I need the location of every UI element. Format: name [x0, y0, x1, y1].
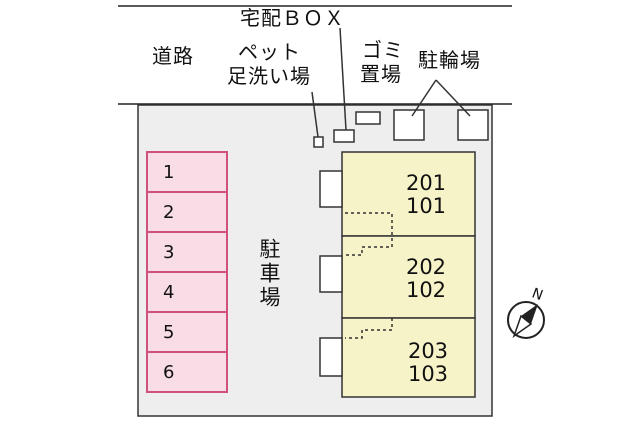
parking-space-4: 4	[163, 282, 175, 303]
bicycle-rack-2	[457, 109, 489, 141]
delivery-box-label: 宅配ＢＯＸ	[240, 6, 345, 30]
delivery-box	[333, 129, 355, 143]
compass-icon	[507, 301, 545, 339]
parking-label: 駐車場	[257, 238, 281, 310]
unit-2-upper: 202	[405, 255, 447, 279]
parking-space-1: 1	[163, 162, 175, 183]
parking-spaces	[146, 151, 228, 393]
parking-space-box-6	[146, 351, 228, 393]
parking-space-3: 3	[163, 242, 175, 263]
bicycle-parking-label: 駐輪場	[418, 48, 481, 72]
stair-dashes-2	[345, 318, 393, 339]
unit-3: 203 103	[398, 340, 458, 386]
pet-wash-leader	[311, 91, 319, 138]
pet-wash	[313, 136, 324, 148]
unit-1-upper: 201	[405, 171, 447, 195]
bicycle-rack-1	[393, 109, 425, 141]
parking-space-box-5	[146, 311, 228, 353]
unit-1: 201 101	[396, 172, 456, 218]
parking-space-5: 5	[163, 322, 175, 343]
unit-block-2	[341, 235, 476, 319]
entry-porch-3	[319, 337, 343, 377]
stair-dashes-1	[345, 212, 393, 256]
parking-space-box-4	[146, 271, 228, 313]
pet-wash-label-line2: 足洗い場	[227, 64, 311, 88]
bicycle-leader-2	[435, 79, 471, 117]
unit-1-lower: 101	[405, 194, 447, 218]
entry-porch-2	[319, 255, 343, 293]
pet-wash-label-line1: ペット	[238, 40, 301, 64]
parking-space-box-1	[146, 151, 228, 193]
parking-space-2: 2	[163, 202, 175, 223]
parking-space-6: 6	[163, 362, 175, 383]
bicycle-leader-1	[411, 79, 437, 117]
unit-2: 202 102	[396, 256, 456, 302]
unit-2-lower: 102	[405, 278, 447, 302]
unit-block-3	[341, 317, 476, 398]
entry-porch-1	[319, 170, 343, 208]
garbage-label-line2: 置場	[360, 62, 402, 86]
unit-3-upper: 203	[407, 339, 449, 363]
road-label: 道路	[152, 44, 194, 68]
garbage-label-line1: ゴミ	[362, 38, 404, 62]
delivery-box-leader	[339, 27, 347, 131]
garbage-box	[355, 111, 381, 125]
parking-space-box-2	[146, 191, 228, 233]
unit-3-lower: 103	[407, 362, 449, 386]
parking-space-box-3	[146, 231, 228, 273]
